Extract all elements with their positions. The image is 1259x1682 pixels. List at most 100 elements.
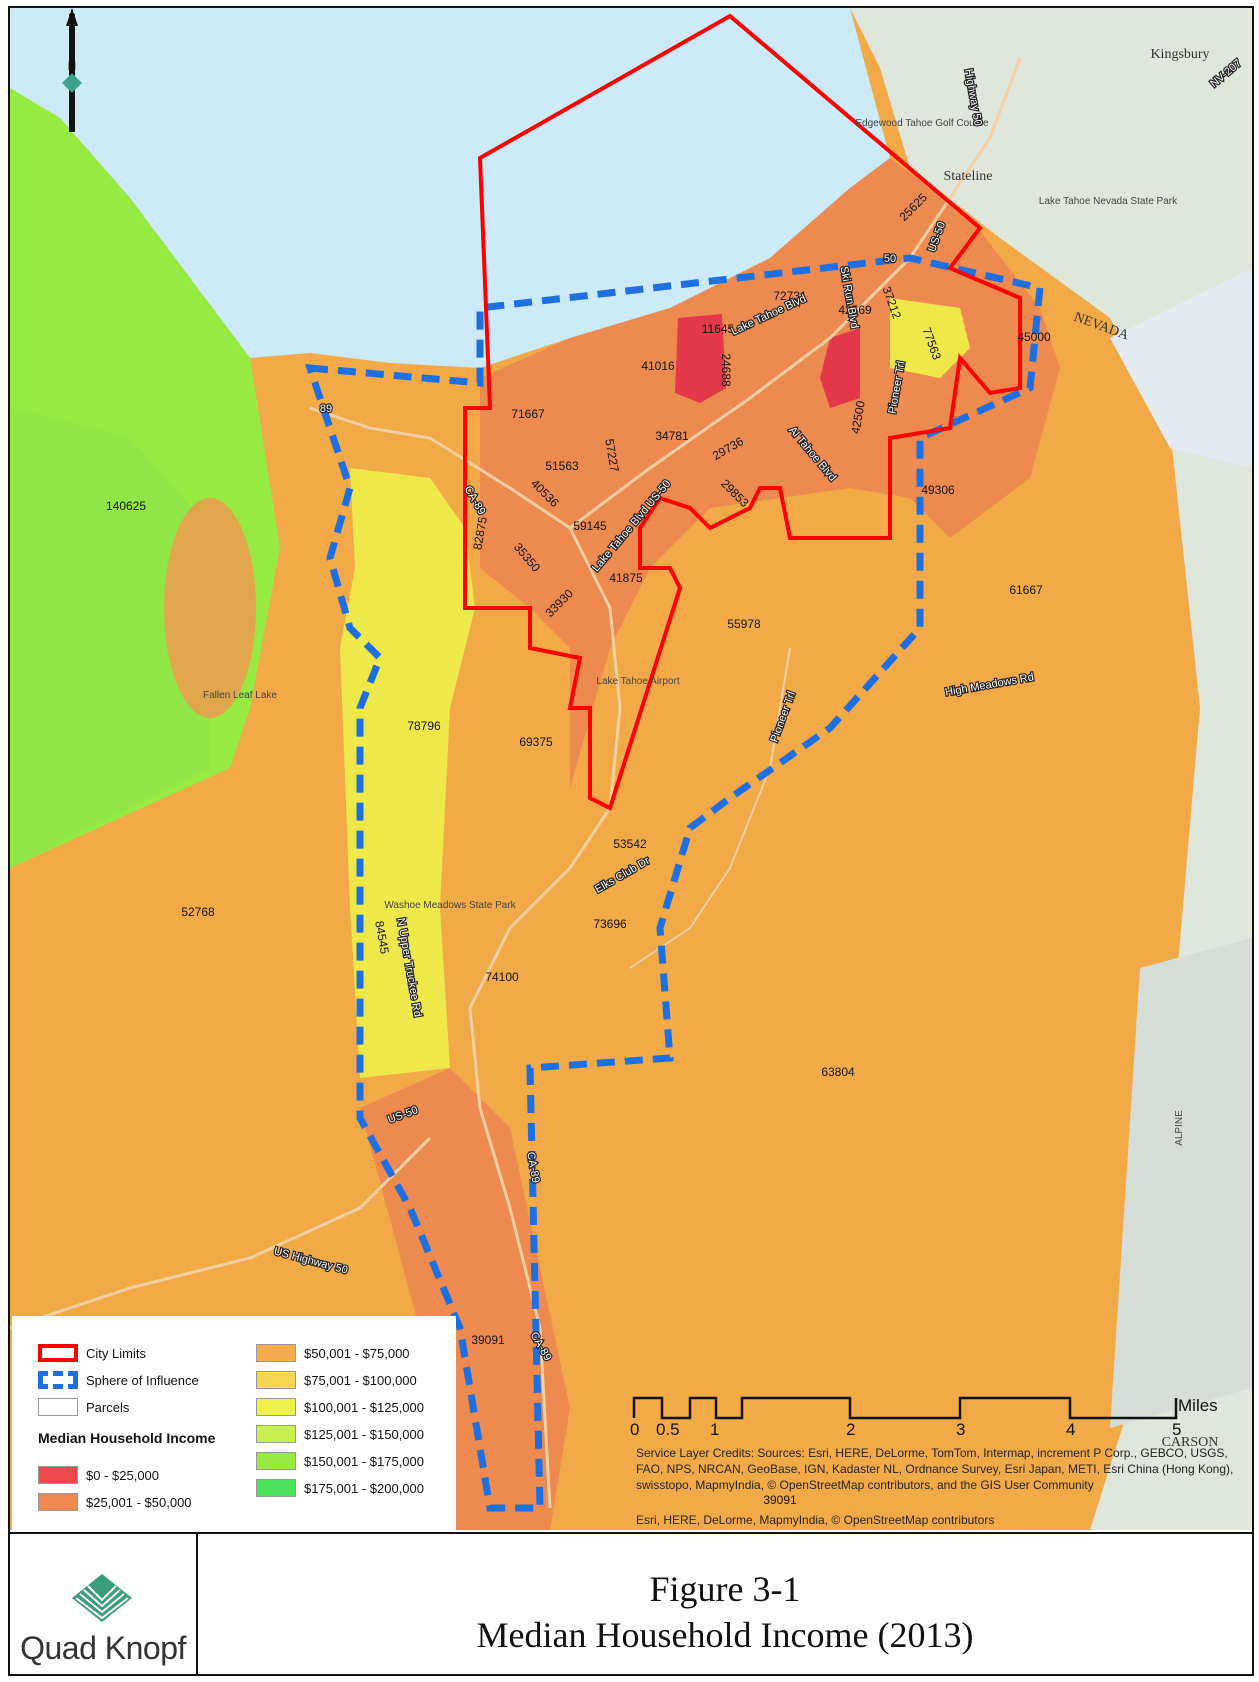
scale-tick-3: 2	[846, 1420, 856, 1439]
zone-red-a	[675, 314, 726, 403]
tract-value-t73696: 73696	[593, 917, 627, 931]
road-us50-north	[569, 57, 1022, 530]
tract-value-t69375: 69375	[519, 735, 553, 749]
north-arrow: N	[62, 8, 82, 132]
road-pioneer	[629, 647, 791, 969]
scale-tick-5: 4	[1066, 1420, 1076, 1439]
tract-value-t49306: 49306	[921, 483, 955, 497]
zone-yellow	[340, 468, 475, 1078]
legend-swatch	[256, 1425, 296, 1443]
zone-south-corridor	[360, 1068, 570, 1530]
service-credits: Service Layer Credits: Sources: Esri, HE…	[636, 1446, 1234, 1492]
tract-value-t41016: 41016	[641, 359, 675, 373]
figure-number: Figure 3-1	[649, 1569, 801, 1609]
legend-swatch	[38, 1466, 78, 1484]
legend-swatch	[256, 1479, 296, 1497]
tract-value-t42500: 42500	[848, 399, 868, 435]
legend-item-3: $0 - $25,000	[38, 1466, 159, 1484]
quad-knopf-logo-icon	[72, 1574, 132, 1622]
basemap-credits: Esri, HERE, DeLorme, MapmyIndia, © OpenS…	[636, 1513, 995, 1527]
legend-label: $125,001 - $150,000	[304, 1426, 424, 1442]
tract-value-t84545: 84545	[372, 920, 392, 956]
tract-value-t61667: 61667	[1009, 583, 1043, 597]
legend-item-1: Sphere of Influence	[38, 1371, 199, 1389]
sphere-of-influence	[304, 254, 1044, 1512]
legend-item-8: $125,001 - $150,000	[256, 1425, 424, 1443]
tract-value-t71667: 71667	[511, 407, 545, 421]
city-limits	[463, 13, 1022, 811]
tract-value-t72731: 72731	[773, 289, 807, 303]
scale-tick-1: 0.5	[656, 1420, 680, 1439]
tract-value-t45000: 45000	[1017, 330, 1051, 344]
legend-swatch	[256, 1398, 296, 1416]
scale-bar-svg	[632, 1396, 1178, 1420]
legend-label: $25,001 - $50,000	[86, 1494, 192, 1510]
place-edgewood: Edgewood Tahoe Golf Course	[855, 118, 989, 129]
legend-item-7: $100,001 - $125,000	[256, 1398, 424, 1416]
place-stateline: Stateline	[944, 169, 993, 184]
legend-item-4: $25,001 - $50,000	[38, 1493, 192, 1511]
tract-value-t52768: 52768	[181, 905, 215, 919]
tract-value-t63804: 63804	[821, 1065, 855, 1079]
legend-label: $75,001 - $100,000	[304, 1372, 417, 1388]
tract-value-t57227: 57227	[602, 438, 622, 474]
tract-value-t51563: 51563	[545, 459, 579, 473]
road-us50-west	[10, 1136, 432, 1330]
legend-label: Sphere of Influence	[86, 1372, 199, 1388]
place-laketahoe_sp: Lake Tahoe Nevada State Park	[1039, 196, 1178, 207]
legend-swatch	[256, 1371, 296, 1389]
zone-red-b	[820, 328, 860, 408]
scale-tick-6: 5	[1172, 1420, 1182, 1439]
scale-tick-2: 1	[710, 1420, 720, 1439]
tract-value-t82875: 82875	[470, 515, 490, 551]
scale-bar: 0 0.5 1 2 3 4 5 Miles	[630, 1390, 1252, 1446]
road-shield_89: 89	[320, 403, 332, 415]
scale-unit: Miles	[1178, 1396, 1218, 1415]
fallen-leaf-lake	[164, 498, 256, 718]
legend-item-2: Parcels	[38, 1398, 129, 1416]
lake-tahoe	[10, 8, 890, 368]
legend-title: Median Household Income	[38, 1430, 216, 1446]
north-arrow-label: N	[68, 59, 77, 73]
scale-tick-0: 0	[630, 1420, 640, 1439]
legend-item-0: City Limits	[38, 1344, 146, 1362]
logo-text: Quad Knopf	[20, 1630, 186, 1666]
legend-label: $175,001 - $200,000	[304, 1480, 424, 1496]
scale-tick-4: 3	[956, 1420, 966, 1439]
legend-swatch	[256, 1344, 296, 1362]
tract-value-t41875: 41875	[609, 571, 643, 585]
tract-value-t140625: 140625	[106, 499, 146, 513]
legend-item-10: $175,001 - $200,000	[256, 1479, 424, 1497]
tract-value-t59145: 59145	[573, 519, 607, 533]
place-airport: Lake Tahoe Airport	[596, 676, 679, 687]
tract-value-t42569: 42569	[838, 303, 872, 317]
legend-swatch	[38, 1398, 78, 1416]
terrain-snow	[1110, 268, 1252, 468]
legend-label: $0 - $25,000	[86, 1467, 160, 1483]
road-shield_50: 50	[884, 253, 896, 265]
terrain-alpine	[1110, 938, 1252, 1428]
place-kingsbury: Kingsbury	[1150, 47, 1209, 62]
zone-yellow-b	[890, 298, 970, 378]
tract-value-t74100: 74100	[485, 970, 519, 984]
legend-swatch	[38, 1371, 78, 1389]
tract-value-t53542: 53542	[613, 837, 647, 851]
figure-footer: Quad Knopf Figure 3-1 Median Household I…	[10, 1532, 1252, 1674]
tract-value-t34781: 34781	[655, 429, 689, 443]
logo-cell: Quad Knopf	[10, 1534, 198, 1674]
tract-value-t78796: 78796	[407, 719, 441, 733]
tract-value-t11645: 11645	[702, 322, 735, 336]
legend-item-9: $150,001 - $175,000	[256, 1452, 424, 1470]
legend-label: City Limits	[86, 1345, 146, 1361]
legend-item-6: $75,001 - $100,000	[256, 1371, 417, 1389]
legend-item-5: $50,001 - $75,000	[256, 1344, 410, 1362]
tract-value-t24688: 24688	[719, 353, 733, 387]
place-carson: CARSON	[1162, 1435, 1219, 1450]
legend-label: $100,001 - $125,000	[304, 1399, 424, 1415]
legend-label: $150,001 - $175,000	[304, 1453, 424, 1469]
legend-swatch	[38, 1493, 78, 1511]
